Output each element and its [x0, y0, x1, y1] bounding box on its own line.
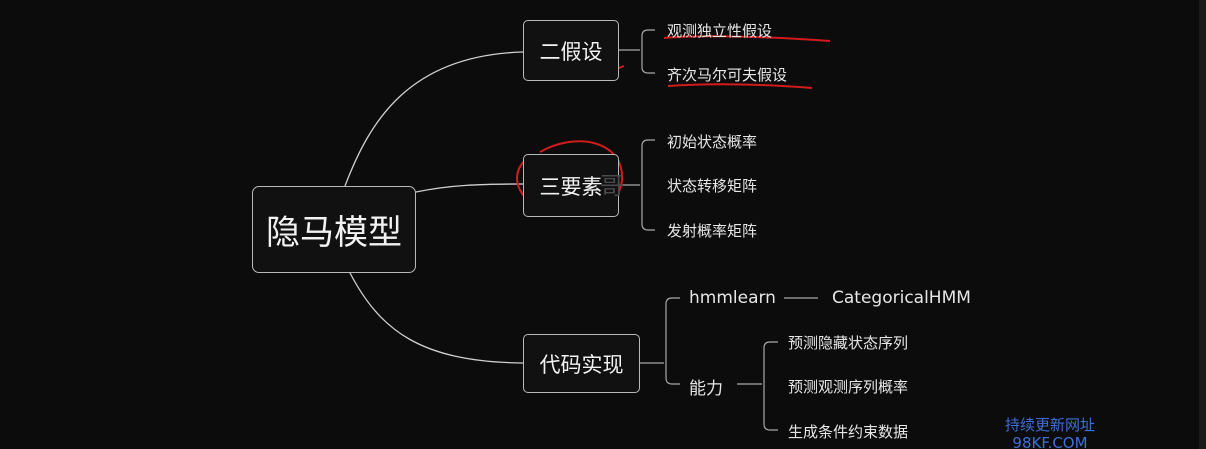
leaf-node[interactable]: 发射概率矩阵: [667, 222, 758, 240]
connector-root-to-code: [349, 272, 524, 364]
annotation-underline-2: [667, 83, 813, 89]
right-edge-strip: [1199, 0, 1206, 449]
bracket-assumptions: [619, 29, 655, 74]
bracket-elements: [619, 139, 655, 231]
leaf-node[interactable]: 生成条件约束数据: [788, 423, 909, 441]
branch-node-elements[interactable]: 三要素: [523, 154, 619, 217]
site-watermark-line2[interactable]: 98KF.COM: [1012, 434, 1088, 449]
connector-root-to-elements: [415, 183, 524, 193]
leaf-node[interactable]: 齐次马尔可夫假设: [667, 66, 788, 84]
categoricalhmm-node[interactable]: CategoricalHMM: [832, 288, 971, 308]
root-node[interactable]: 隐马模型: [252, 186, 416, 273]
branch-label: 二假设: [539, 39, 603, 64]
hmmlearn-node[interactable]: hmmlearn: [689, 288, 776, 308]
leaf-node[interactable]: 预测观测序列概率: [788, 378, 909, 396]
annotation-underline-1: [663, 35, 831, 42]
watermark-text: 哥: [600, 172, 624, 200]
branch-node-code[interactable]: 代码实现: [523, 334, 640, 393]
branch-node-assumptions[interactable]: 二假设: [523, 20, 619, 81]
leaf-node[interactable]: 初始状态概率: [667, 133, 758, 151]
connector-root-to-assumptions: [344, 51, 524, 187]
branch-label: 代码实现: [539, 352, 624, 377]
leaf-node[interactable]: 状态转移矩阵: [667, 177, 758, 195]
site-watermark-line1[interactable]: 持续更新网址: [1004, 416, 1095, 434]
leaf-node[interactable]: 预测隐藏状态序列: [788, 334, 909, 352]
leaf-node[interactable]: 观测独立性假设: [667, 22, 773, 40]
root-node-label: 隐马模型: [266, 213, 402, 253]
ability-node[interactable]: 能力: [689, 379, 723, 399]
branch-label: 三要素: [539, 174, 603, 199]
bracket-ability: [737, 341, 778, 431]
bracket-code: [640, 297, 680, 385]
